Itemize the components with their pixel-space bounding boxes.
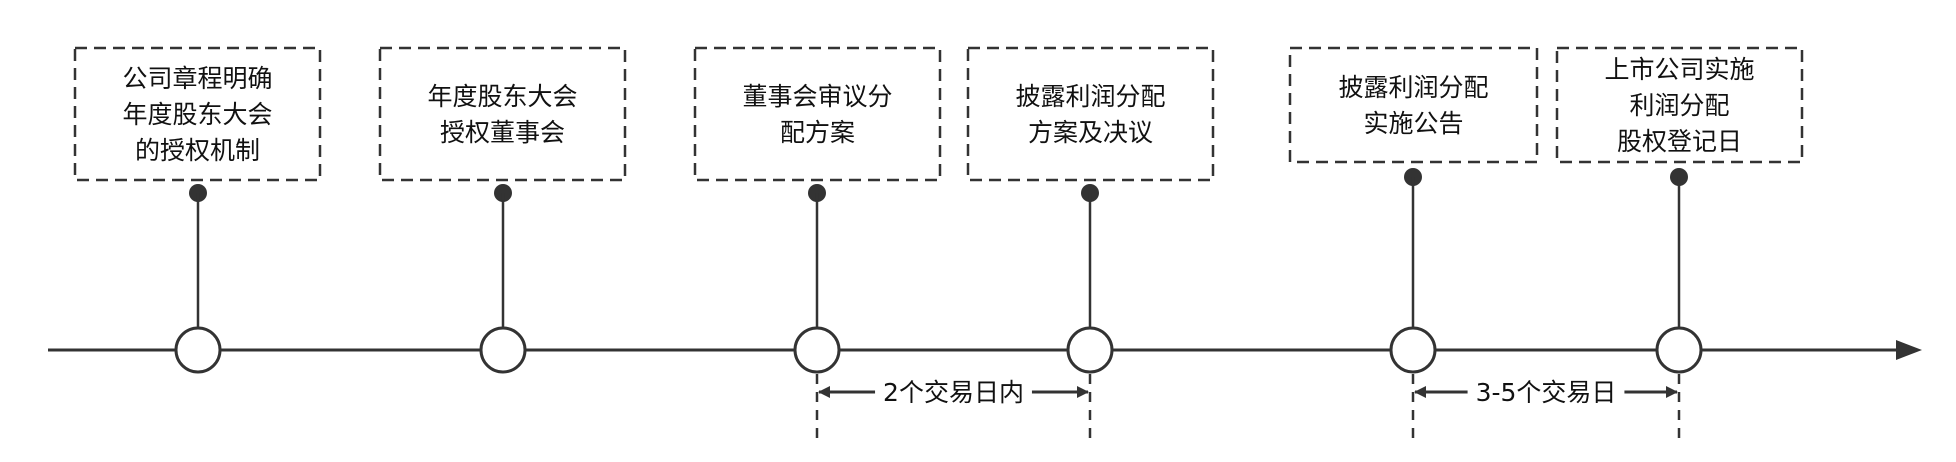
circle-node-icon xyxy=(1066,326,1114,374)
event-label-line: 披露利润分配 xyxy=(1015,82,1165,111)
event-label-line: 董事会审议分 xyxy=(742,82,892,111)
event-label-line: 年度股东大会 xyxy=(427,82,577,111)
events-layer: 公司章程明确年度股东大会的授权机制年度股东大会授权董事会董事会审议分配方案披露利… xyxy=(73,46,1804,374)
circle-node-icon xyxy=(793,326,841,374)
event-label-line: 股权登记日 xyxy=(1617,127,1742,156)
event-label-line: 授权董事会 xyxy=(440,118,565,147)
span-label: 2个交易日内 xyxy=(883,378,1024,407)
event-label-line: 披露利润分配 xyxy=(1338,73,1488,102)
spans-layer: 2个交易日内 3-5个交易日 xyxy=(815,374,1681,440)
circle-node-icon xyxy=(1389,326,1437,374)
event-box xyxy=(693,46,942,182)
event-label-line: 上市公司实施 xyxy=(1604,55,1754,84)
event-box xyxy=(1288,46,1539,164)
event-label-line: 实施公告 xyxy=(1363,109,1463,138)
circle-node-icon xyxy=(174,326,222,374)
event-label-line: 公司章程明确 xyxy=(122,64,272,93)
event-box xyxy=(378,46,627,182)
event-box xyxy=(1555,46,1804,164)
event-label-line: 方案及决议 xyxy=(1028,118,1153,147)
event-label-line: 利润分配 xyxy=(1629,91,1729,120)
arrow-right-icon xyxy=(1896,340,1922,360)
interval-span-1: 2个交易日内 xyxy=(815,374,1092,440)
span-label: 3-5个交易日 xyxy=(1476,378,1617,407)
interval-span-2: 3-5个交易日 xyxy=(1411,374,1681,440)
event-label-line: 的授权机制 xyxy=(135,136,260,165)
circle-node-icon xyxy=(1655,326,1703,374)
event-label-line: 年度股东大会 xyxy=(122,100,272,129)
event-label-line: 配方案 xyxy=(780,118,855,147)
circle-node-icon xyxy=(479,326,527,374)
event-box xyxy=(966,46,1215,182)
event-box xyxy=(73,46,322,182)
